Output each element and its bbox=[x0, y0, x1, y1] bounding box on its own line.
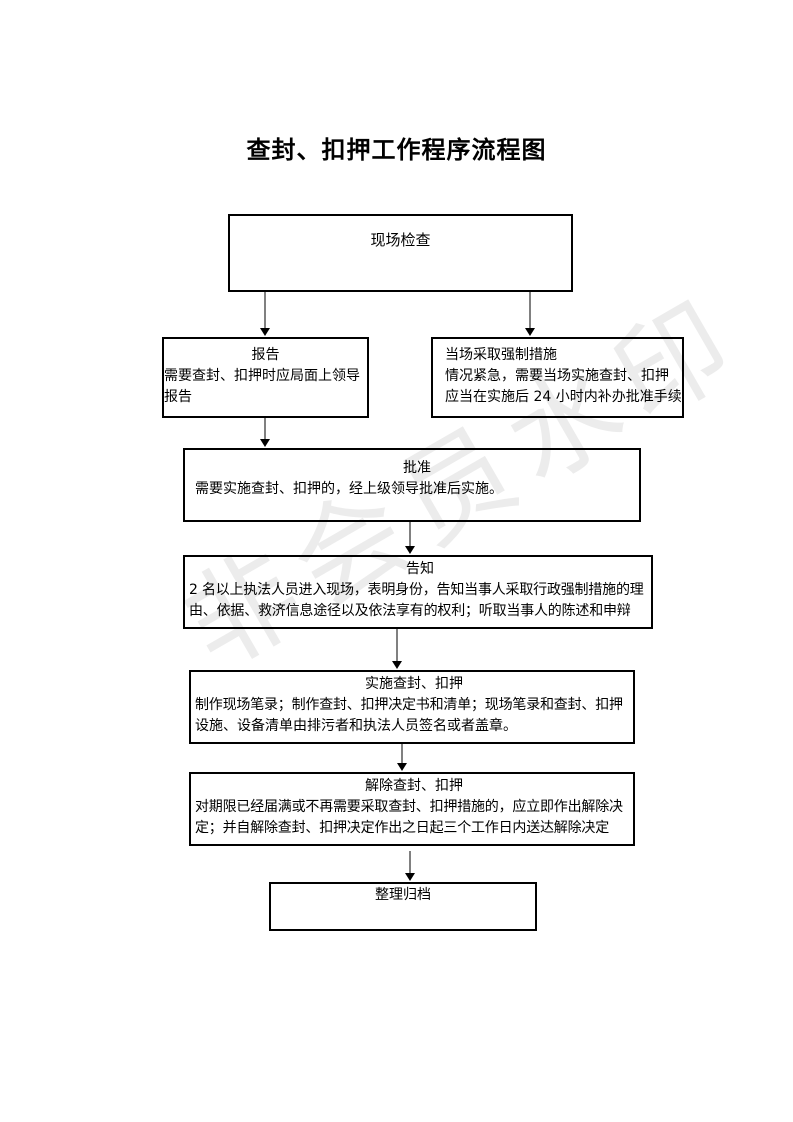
site-check-heading: 现场检查 bbox=[370, 231, 431, 249]
site-check-box: 现场检查 bbox=[228, 214, 573, 292]
archive-box: 整理归档 bbox=[269, 882, 537, 931]
page-title: 查封、扣押工作程序流程图 bbox=[246, 135, 547, 164]
notify-line-1: 2 名以上执法人员进入现场，表明身份，告知当事人采取行政强制措施的理 bbox=[189, 582, 644, 598]
report-line-2: 报告 bbox=[164, 389, 192, 405]
report-heading: 报告 bbox=[251, 347, 280, 363]
notify-box: 告知 2 名以上执法人员进入现场，表明身份，告知当事人采取行政强制措施的理 由、… bbox=[183, 555, 653, 629]
execute-box: 实施查封、扣押 制作现场笔录；制作查封、扣押决定书和清单；现场笔录和查封、扣押 … bbox=[189, 670, 635, 744]
approve-heading: 批准 bbox=[403, 460, 431, 476]
approve-line-1: 需要实施查封、扣押的，经上级领导批准后实施。 bbox=[195, 481, 503, 497]
emergency-box: 当场采取强制措施 情况紧急，需要当场实施查封、扣押 应当在实施后 24 小时内补… bbox=[431, 337, 684, 418]
release-heading: 解除查封、扣押 bbox=[365, 778, 463, 794]
emergency-line-1: 情况紧急，需要当场实施查封、扣押 bbox=[445, 368, 669, 384]
emergency-heading: 当场采取强制措施 bbox=[445, 347, 557, 363]
archive-heading: 整理归档 bbox=[375, 887, 431, 903]
release-box: 解除查封、扣押 对期限已经届满或不再需要采取查封、扣押措施的，应立即作出解除决 … bbox=[189, 772, 635, 846]
notify-heading: 告知 bbox=[406, 561, 434, 577]
approve-box: 批准 需要实施查封、扣押的，经上级领导批准后实施。 bbox=[183, 448, 641, 522]
emergency-line-2: 应当在实施后 24 小时内补办批准手续 bbox=[445, 389, 682, 405]
notify-line-2: 由、依据、救济信息途径以及依法享有的权利；听取当事人的陈述和申辩 bbox=[189, 603, 631, 619]
execute-line-1: 制作现场笔录；制作查封、扣押决定书和清单；现场笔录和查封、扣押 bbox=[195, 697, 623, 713]
execute-heading: 实施查封、扣押 bbox=[365, 676, 463, 692]
execute-line-2: 设施、设备清单由排污者和执法人员签名或者盖章。 bbox=[195, 718, 517, 734]
report-line-1: 需要查封、扣押时应局面上领导 bbox=[164, 368, 360, 384]
release-line-1: 对期限已经届满或不再需要采取查封、扣押措施的，应立即作出解除决 bbox=[195, 799, 623, 815]
release-line-2: 定；并自解除查封、扣押决定作出之日起三个工作日内送达解除决定 bbox=[195, 820, 609, 836]
report-box: 报告 需要查封、扣押时应局面上领导 报告 bbox=[162, 337, 369, 418]
